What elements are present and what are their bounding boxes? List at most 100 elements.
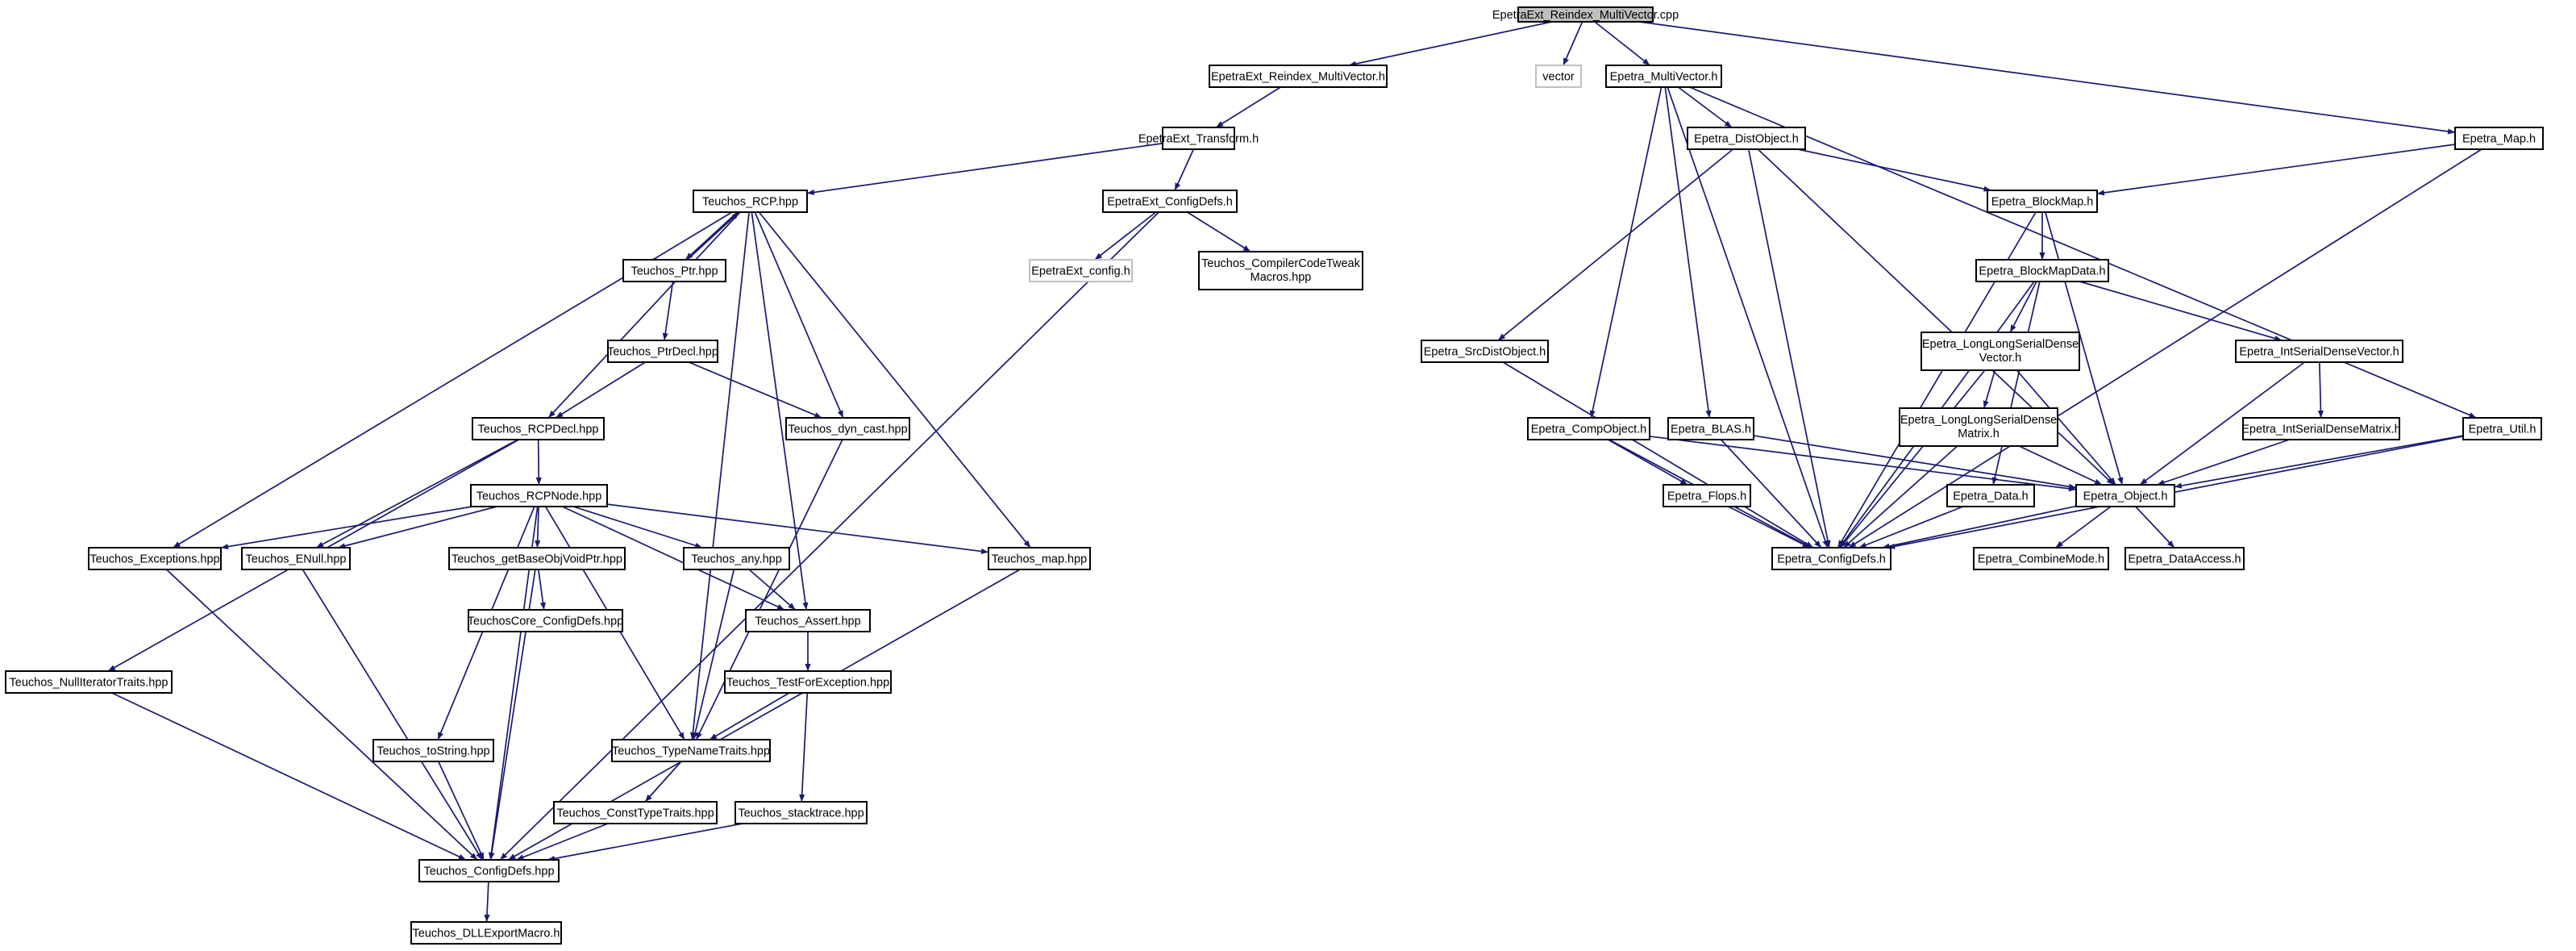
node-blockmapdata_h[interactable]: Epetra_BlockMapData.h [1975, 259, 2109, 282]
edge-ptrdecl_hpp-to-rcpdecl_hpp [555, 361, 646, 419]
node-ext_config_h[interactable]: EpetraExt_config.h [1029, 259, 1133, 282]
edge-blockmapdata_h-to-data_h [1991, 281, 2041, 486]
edge-isdm_h-to-object_h [2157, 439, 2290, 486]
node-label: Teuchos_Assert.hpp [755, 615, 860, 628]
node-label-line: Teuchos_CompilerCodeTweak [1201, 257, 1360, 270]
edge-exceptions_hpp-to-teuchos_configdefs [165, 569, 478, 861]
node-exceptions_hpp[interactable]: Teuchos_Exceptions.hpp [88, 547, 222, 570]
edge-mv_h-to-distobj_h [1677, 86, 1733, 128]
node-label: Epetra_BlockMap.h [1991, 196, 2094, 209]
edge-map_h-to-blockmap_h [2096, 144, 2456, 196]
node-isdm_h[interactable]: Epetra_IntSerialDenseMatrix.h [2241, 417, 2401, 440]
node-blockmap_h[interactable]: Epetra_BlockMap.h [1987, 190, 2098, 213]
edge-rcp_hpp-to-dyncast_hpp [754, 211, 844, 419]
node-map_h[interactable]: Epetra_Map.h [2454, 127, 2544, 150]
node-rcpnode_hpp[interactable]: Teuchos_RCPNode.hpp [470, 484, 608, 507]
edge-rcpnode_hpp-to-map_hpp [606, 503, 989, 555]
node-data_h[interactable]: Epetra_Data.h [1946, 484, 2035, 507]
node-mv_h[interactable]: Epetra_MultiVector.h [1605, 65, 1722, 88]
node-util_h[interactable]: Epetra_Util.h [2462, 417, 2542, 440]
edge-enull_hpp-to-teuchos_configdefs [302, 569, 483, 861]
node-box [5, 670, 173, 694]
edge-rcp_hpp-to-assert_hpp [751, 211, 809, 611]
edge-flops_h-to-epetra_configdefs_h [1728, 506, 1811, 548]
node-map_hpp[interactable]: Teuchos_map.hpp [988, 547, 1091, 570]
node-dataaccess_h[interactable]: Epetra_DataAccess.h [2124, 547, 2245, 570]
edge-ext_configdefs_h-to-compilertweak [1187, 211, 1251, 252]
edge-llsdv_h-to-llsdm_h [1983, 369, 1996, 409]
edge-consttype_hpp-to-teuchos_configdefs [516, 823, 609, 861]
node-transform_h[interactable]: EpetraExt_Transform.h [1138, 127, 1259, 150]
node-label: EpetraExt_Reindex_MultiVector.h [1211, 71, 1385, 84]
node-dllexport_h[interactable]: Teuchos_DLLExportMacro.h [410, 921, 562, 945]
node-label: Teuchos_TestForException.hpp [726, 677, 889, 690]
node-combinemode_h[interactable]: Epetra_CombineMode.h [1973, 547, 2109, 570]
edge-transform_h-to-rcp_hpp [806, 142, 1163, 195]
node-ptr_hpp[interactable]: Teuchos_Ptr.hpp [622, 259, 726, 282]
node-box [1667, 417, 1754, 440]
edge-blockmapdata_h-to-isdv_h [2079, 281, 2283, 341]
node-root[interactable]: EpetraExt_Reindex_MultiVector.cpp [1492, 6, 1679, 23]
node-isdv_h[interactable]: Epetra_IntSerialDenseVector.h [2235, 340, 2403, 363]
node-nulliter_hpp[interactable]: Teuchos_NullIteratorTraits.hpp [5, 670, 173, 694]
edge-dyncast_hpp-to-typename_hpp [695, 439, 843, 740]
node-distobj_h[interactable]: Epetra_DistObject.h [1687, 127, 1806, 150]
node-box [683, 547, 790, 570]
node-compobj_h[interactable]: Epetra_CompObject.h [1527, 417, 1650, 440]
edge-object_h-to-epetra_configdefs_h [1882, 505, 2077, 549]
node-box [1975, 259, 2109, 282]
node-stacktrace_hpp[interactable]: Teuchos_stacktrace.hpp [735, 801, 868, 824]
node-consttype_hpp[interactable]: Teuchos_ConstTypeTraits.hpp [553, 801, 718, 824]
node-vector[interactable]: vector [1535, 65, 1582, 88]
edge-mv_h-to-compobj_h [1589, 86, 1663, 419]
node-label: EpetraExt_Reindex_MultiVector.cpp [1492, 9, 1679, 22]
edge-transform_h-to-ext_configdefs_h [1174, 148, 1195, 191]
node-box [1198, 251, 1363, 290]
node-getbaseobj_hpp[interactable]: Teuchos_getBaseObjVoidPtr.hpp [448, 547, 626, 570]
edge-map_h-to-epetra_configdefs_h [1848, 148, 2482, 548]
node-label: EpetraExt_ConfigDefs.h [1107, 196, 1233, 209]
node-box [611, 739, 771, 762]
node-teuchoscore_configdefs[interactable]: TeuchosCore_ConfigDefs.hpp [468, 609, 623, 632]
edge-stacktrace_hpp-to-teuchos_configdefs [547, 823, 743, 861]
node-srcdistobj_h[interactable]: Epetra_SrcDistObject.h [1421, 340, 1549, 363]
node-rcp_hpp[interactable]: Teuchos_RCP.hpp [693, 190, 808, 213]
node-rcpdecl_hpp[interactable]: Teuchos_RCPDecl.hpp [472, 417, 605, 440]
node-blas_h[interactable]: Epetra_BLAS.h [1667, 417, 1754, 440]
edge-ptr_hpp-to-rcp_hpp [686, 211, 740, 261]
edge-testforexc_hpp-to-typename_hpp [709, 692, 790, 740]
node-tostring_hpp[interactable]: Teuchos_toString.hpp [372, 739, 494, 762]
edge-object_h-to-dataaccess_h [2135, 506, 2175, 548]
node-label: Teuchos_Ptr.hpp [630, 265, 718, 278]
edge-mv_h-to-epetra_configdefs_h [1667, 86, 1829, 548]
node-testforexc_hpp[interactable]: Teuchos_TestForException.hpp [724, 670, 892, 694]
node-label: Epetra_CombineMode.h [1978, 553, 2104, 566]
edge-ext_configdefs_h-to-teuchos_configdefs [499, 211, 1159, 861]
node-assert_hpp[interactable]: Teuchos_Assert.hpp [745, 609, 871, 632]
node-any_hpp[interactable]: Teuchos_any.hpp [683, 547, 790, 570]
edge-ext_reindex_h-to-transform_h [1215, 86, 1281, 128]
node-box [1663, 484, 1751, 507]
node-box [372, 739, 494, 762]
node-box [745, 609, 871, 632]
edge-any_hpp-to-assert_hpp [748, 569, 797, 611]
node-ptrdecl_hpp[interactable]: Teuchos_PtrDecl.hpp [607, 340, 718, 363]
edge-isdv_h-to-object_h [2139, 361, 2305, 486]
node-label: TeuchosCore_ConfigDefs.hpp [468, 615, 623, 628]
node-object_h[interactable]: Epetra_Object.h [2075, 484, 2175, 507]
node-box [1605, 65, 1722, 88]
node-epetra_configdefs_h[interactable]: Epetra_ConfigDefs.h [1771, 547, 1891, 570]
node-teuchos_configdefs[interactable]: Teuchos_ConfigDefs.hpp [418, 859, 560, 882]
node-ext_reindex_h[interactable]: EpetraExt_Reindex_MultiVector.h [1209, 65, 1388, 88]
node-flops_h[interactable]: Epetra_Flops.h [1663, 484, 1751, 507]
edge-rcpdecl_hpp-to-enull_hpp [315, 439, 518, 548]
node-dyncast_hpp[interactable]: Teuchos_dyn_cast.hpp [785, 417, 910, 440]
node-ext_configdefs_h[interactable]: EpetraExt_ConfigDefs.h [1102, 190, 1238, 213]
node-enull_hpp[interactable]: Teuchos_ENull.hpp [241, 547, 351, 570]
edge-util_h-to-object_h [2174, 435, 2464, 489]
node-typename_hpp[interactable]: Teuchos_TypeNameTraits.hpp [611, 739, 771, 762]
edge-rcp_hpp-to-typename_hpp [689, 211, 750, 740]
